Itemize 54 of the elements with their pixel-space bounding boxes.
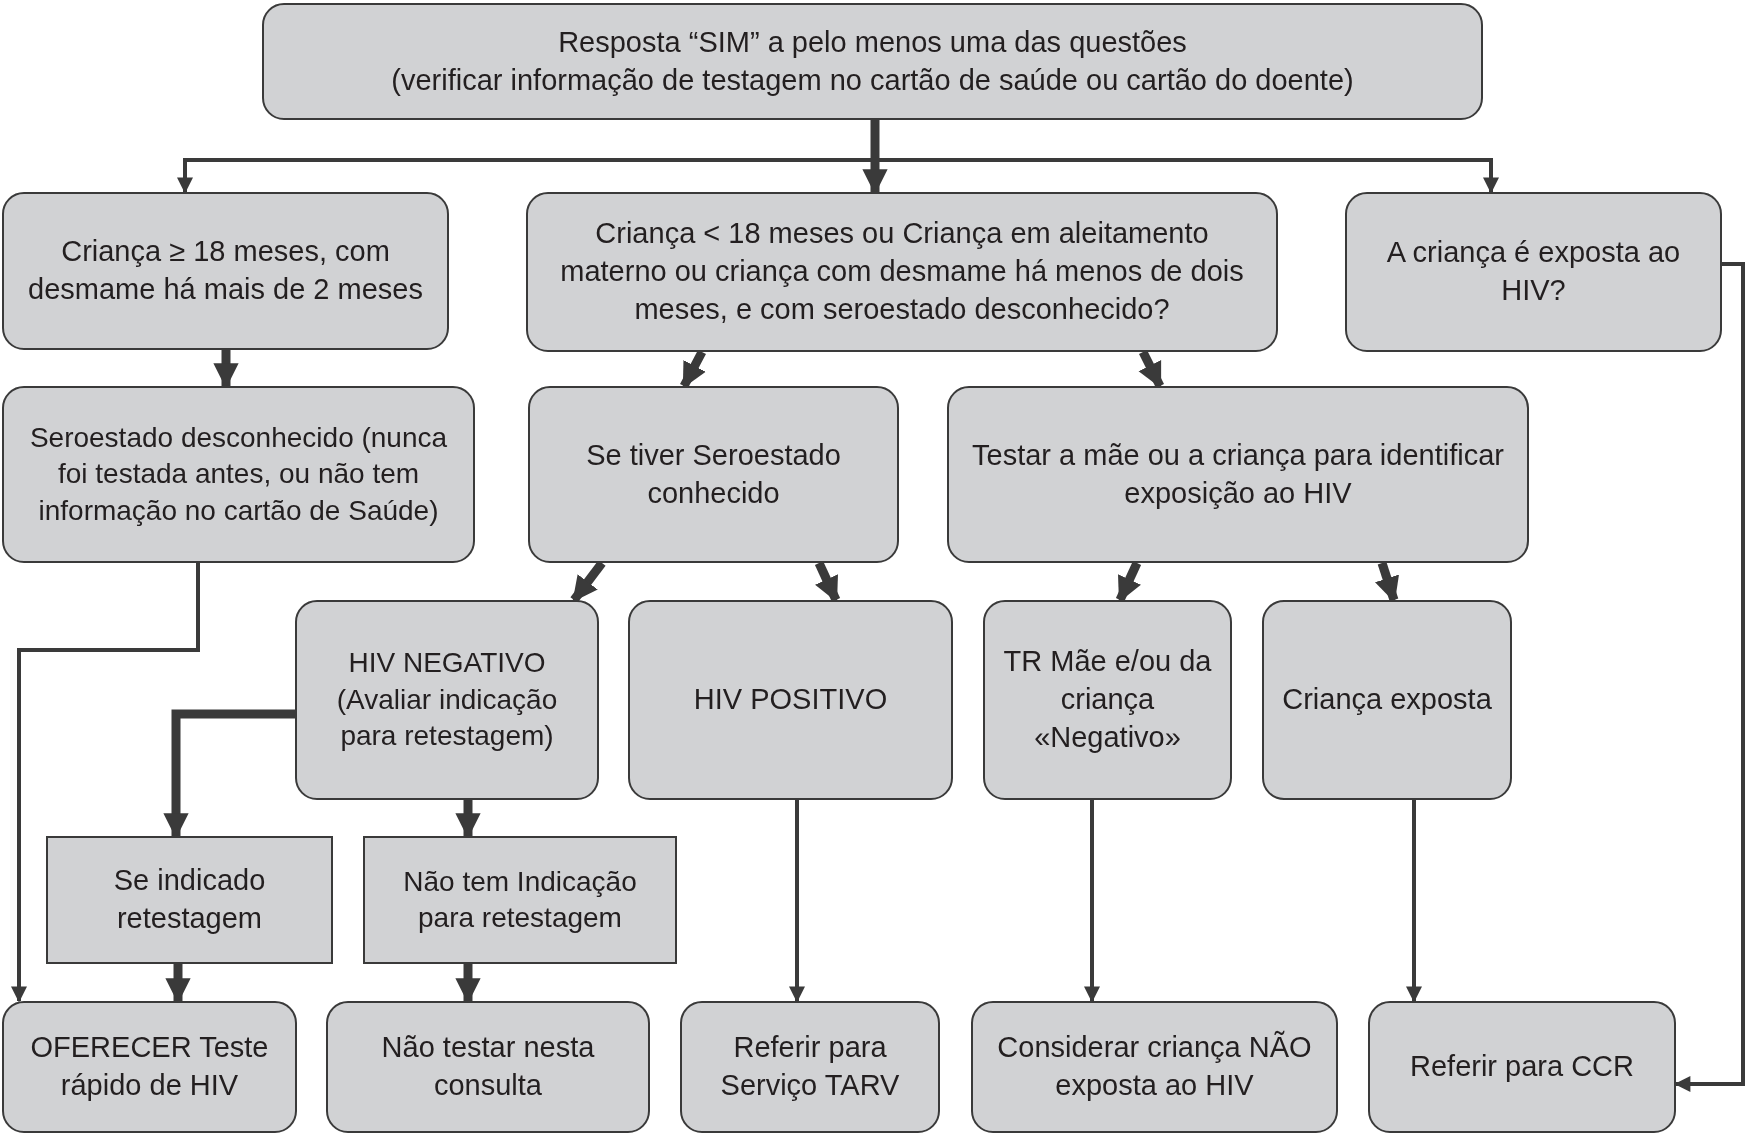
arrow: [1674, 262, 1745, 1092]
rounded-process-box: [971, 1001, 1338, 1133]
arrow: [455, 800, 481, 839]
node-text: Testar a mãe ou a criança para identificar exposição ao HIV: [971, 437, 1505, 511]
node-text: OFERECER Teste rápido de HIV: [29, 1030, 270, 1103]
node-text: Criança exposta: [1282, 682, 1492, 718]
arrow: [1084, 800, 1100, 1003]
rounded-process-box: [1345, 192, 1722, 352]
node-text: (verificar informação de testagem no cartão de saúde ou cartão do doente): [391, 62, 1354, 98]
node-text: Referir para Serviço TARV: [719, 1030, 901, 1103]
node-text: TR Mãe e/ou da criança «Negativo»: [1002, 644, 1213, 755]
node-text: Não tem Indicação para retestagem: [402, 864, 638, 935]
rounded-process-box: [628, 600, 953, 800]
rounded-process-box: [947, 386, 1529, 563]
rounded-process-box: [2, 1001, 297, 1133]
rounded-process-box: [326, 1001, 650, 1133]
arrow: [862, 120, 888, 195]
node-text: HIV POSITIVO: [693, 682, 888, 718]
node-text: Se tiver Seroestado conhecido: [585, 437, 842, 511]
rounded-process-box: [528, 386, 899, 563]
node-text: Resposta “SIM” a pelo menos uma das questões: [558, 24, 1187, 60]
node-text: Se indicado retestagem: [112, 863, 267, 936]
rounded-process-box: [295, 600, 599, 800]
arrow: [789, 800, 805, 1003]
rounded-process-box: [1262, 600, 1512, 800]
arrow: [680, 349, 706, 389]
rounded-process-box: [680, 1001, 940, 1133]
node-text: Criança < 18 meses ou Criança em aleitamento materno ou criança com desmame há menos de dois meses, e com seroestado desconhecido?: [559, 216, 1245, 327]
node-text: HIV NEGATIVO (Avaliar indicação para retestagem): [335, 646, 559, 754]
arrow: [455, 964, 481, 1004]
arrow: [163, 709, 295, 839]
rounded-process-box: [1368, 1001, 1676, 1133]
arrow: [1115, 561, 1142, 603]
node-text: Referir para CCR: [1410, 1049, 1634, 1085]
arrow: [165, 964, 191, 1004]
arrow: [213, 350, 239, 389]
rounded-process-box: [526, 192, 1278, 352]
rounded-process-box: [262, 3, 1483, 120]
arrow: [814, 561, 841, 603]
rounded-process-box: [2, 386, 475, 563]
node-text: Não testar nesta consulta: [380, 1030, 596, 1103]
node-text: A criança é exposta ao HIV?: [1385, 235, 1682, 308]
arrow: [1375, 561, 1399, 603]
rounded-process-box: [983, 600, 1232, 800]
rounded-process-box: [2, 192, 449, 350]
arrow: [570, 560, 606, 603]
arrow: [1406, 800, 1422, 1003]
process-box: [363, 836, 677, 964]
node-text: Considerar criança NÃO exposta ao HIV: [996, 1029, 1313, 1103]
arrow: [1138, 350, 1165, 389]
node-text: Criança ≥ 18 meses, com desmame há mais de 2 meses: [27, 234, 424, 307]
arrow: [11, 563, 200, 1003]
process-box: [46, 836, 333, 964]
node-text: Seroestado desconhecido (nunca foi testada antes, ou não tem informação no cartão de Saúde): [28, 420, 449, 528]
